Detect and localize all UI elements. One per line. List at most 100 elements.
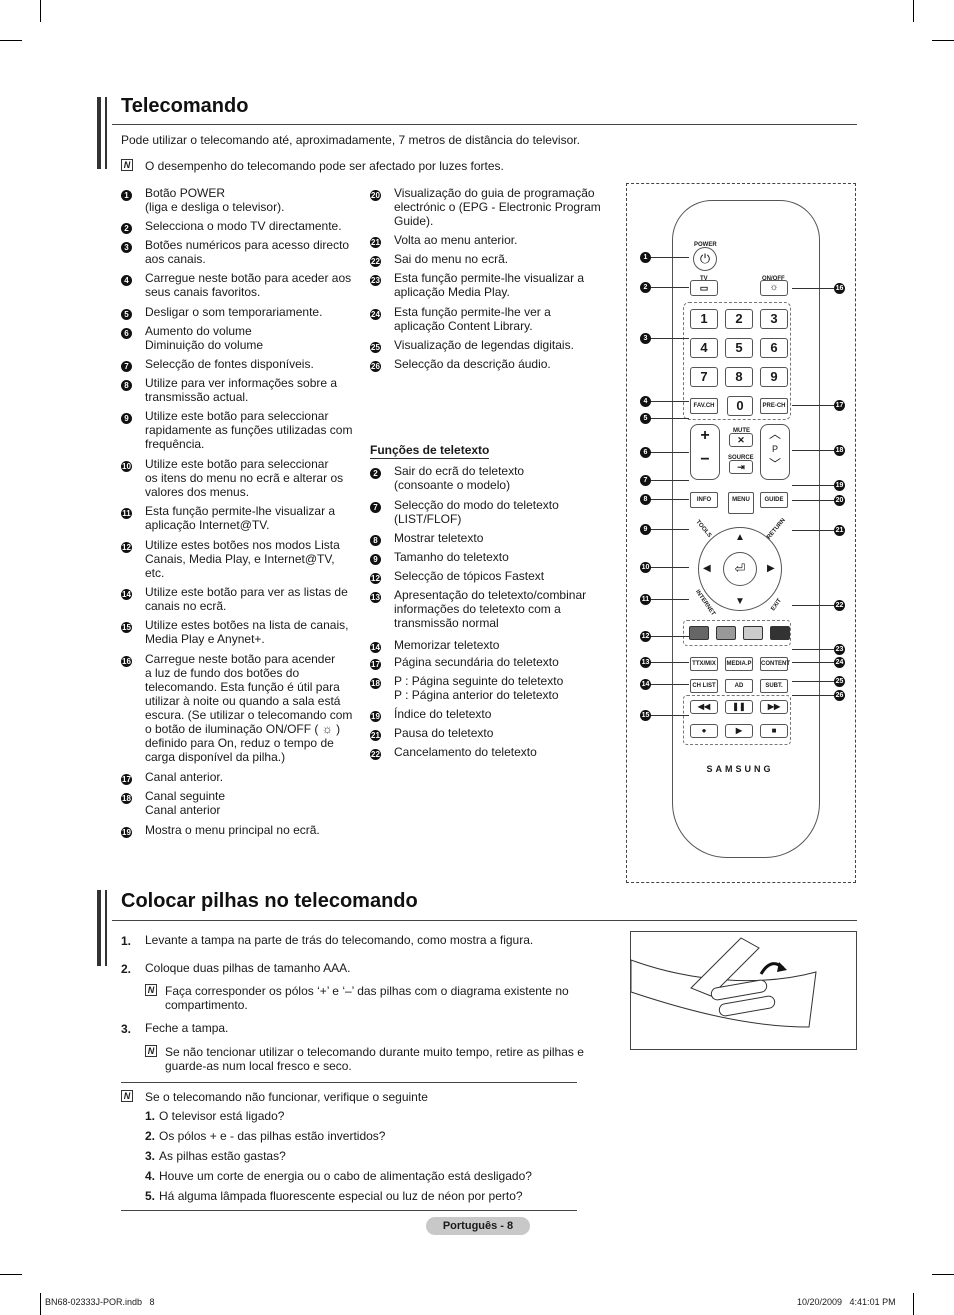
digit-5-button[interactable]: 5 [725,338,753,358]
forward-button[interactable]: ▶▶ [760,700,788,714]
item-number-badge: 21 [370,730,381,741]
callout-marker: 21 [834,525,845,536]
note: N Faça corresponder os pólos ‘+’ e ‘–’ da… [145,984,569,1012]
channel-rocker[interactable]: ︿ P ﹀ [760,424,790,480]
digit-1-button[interactable]: 1 [690,309,718,329]
pause-button[interactable]: ❚❚ [725,700,753,714]
ad-button[interactable]: AD [725,679,753,693]
favch-button[interactable]: FAV.CH [690,398,718,414]
rewind-button[interactable]: ◀◀ [690,700,718,714]
step-3: 3.Feche a tampa. [121,1021,228,1036]
callout-marker: 14 [640,679,651,690]
item-number-badge: 18 [370,678,381,689]
nav-up-icon[interactable]: ▲ [735,532,745,543]
item-text: Mostra o menu principal no ecrã. [145,823,320,837]
item-text: Volta ao menu anterior. [394,233,518,247]
brand-logo: SAMSUNG [706,764,774,774]
digit-4-button[interactable]: 4 [690,338,718,358]
callout-marker: 1 [640,252,651,263]
color-button[interactable] [770,626,790,640]
item-number-badge: 6 [121,328,132,339]
item-number-badge: 9 [121,413,132,424]
item-text: Tamanho do teletexto [394,550,509,564]
menu-button[interactable]: MENU [728,492,754,514]
item-text: Utilize estes botões nos modos Lista Can… [145,538,340,580]
prech-button[interactable]: PRE-CH [760,398,788,414]
channel-down-icon: ﹀ [768,457,781,471]
item-number-badge: 3 [121,242,132,253]
record-button[interactable]: ● [690,724,718,738]
item-text: Sair do ecrã do teletexto (consoante o m… [394,464,525,492]
chlist-button[interactable]: CH LIST [690,679,718,693]
item-number-badge: 10 [121,461,132,472]
item-text: Sai do menu no ecrã. [394,252,509,266]
digit-9-button[interactable]: 9 [760,367,788,387]
stop-icon: ■ [771,726,777,735]
digit-8-button[interactable]: 8 [725,367,753,387]
item-number-badge: 13 [370,592,381,603]
digit-2-button[interactable]: 2 [725,309,753,329]
check-rule-top [121,1082,577,1083]
navigation-ring[interactable] [698,527,782,611]
item-number-badge: 12 [121,542,132,553]
tv-button[interactable]: ▭ [690,280,718,296]
item-text: Visualização de legendas digitais. [394,338,574,352]
subt-button[interactable]: SUBT. [760,679,788,693]
section-bar [105,890,107,966]
callout-line [651,599,689,600]
check-number: 3. [145,1149,156,1163]
digit-6-button[interactable]: 6 [760,338,788,358]
source-button[interactable]: ⇥ [729,460,753,474]
ttx-button[interactable]: TTX/MIX [690,657,718,671]
step-text: Coloque duas pilhas de tamanho AAA. [145,961,351,975]
callout-marker: 16 [834,283,845,294]
color-button[interactable] [716,626,736,640]
play-button[interactable]: ▶ [725,724,753,738]
callout-marker: 25 [834,676,845,687]
source-icon: ⇥ [737,462,745,472]
color-button[interactable] [689,626,709,640]
digit-3-button[interactable]: 3 [760,309,788,329]
stop-button[interactable]: ■ [760,724,788,738]
power-icon: ⏻ [699,251,711,266]
item-text: Utilize estes botões na lista de canais,… [145,618,349,646]
check-text: Os pólos + e - das pilhas estão invertid… [159,1129,386,1143]
callout-line [651,418,689,419]
nav-down-icon[interactable]: ▼ [735,596,745,607]
digit-7-button[interactable]: 7 [690,367,718,387]
callout-line [651,715,689,716]
callout-line [651,401,689,402]
section-bar [97,890,101,966]
item-text: Índice do teletexto [394,707,492,721]
enter-button[interactable]: ⏎ [723,552,757,586]
nav-right-icon[interactable]: ▶ [767,563,775,574]
power-button[interactable]: ⏻ [693,247,717,271]
section-title: Colocar pilhas no telecomando [121,890,418,912]
volume-rocker[interactable]: + − [690,424,720,480]
note-icon: N [121,1090,133,1102]
info-button[interactable]: INFO [690,492,718,508]
callout-marker: 22 [834,600,845,611]
battery-drawing [631,937,817,1028]
guide-button[interactable]: GUIDE [760,492,788,508]
item-text: Canal anterior. [145,770,224,784]
nav-left-icon[interactable]: ◀ [703,563,711,574]
digit-0-button[interactable]: 0 [727,396,753,416]
content-button[interactable]: CONTENT [760,657,790,671]
light-button[interactable]: ☼ [760,280,788,296]
mute-button[interactable]: ✕ [729,433,753,447]
remote-keypad-frame [683,302,791,420]
mediap-button[interactable]: MEDIA.P [725,657,753,671]
item-number-badge: 4 [121,275,132,286]
item-text: Selecção de fontes disponíveis. [145,357,314,371]
note-text: Faça corresponder os pólos ‘+’ e ‘–’ das… [165,984,569,1012]
note-icon: N [145,984,157,996]
color-button[interactable] [743,626,763,640]
